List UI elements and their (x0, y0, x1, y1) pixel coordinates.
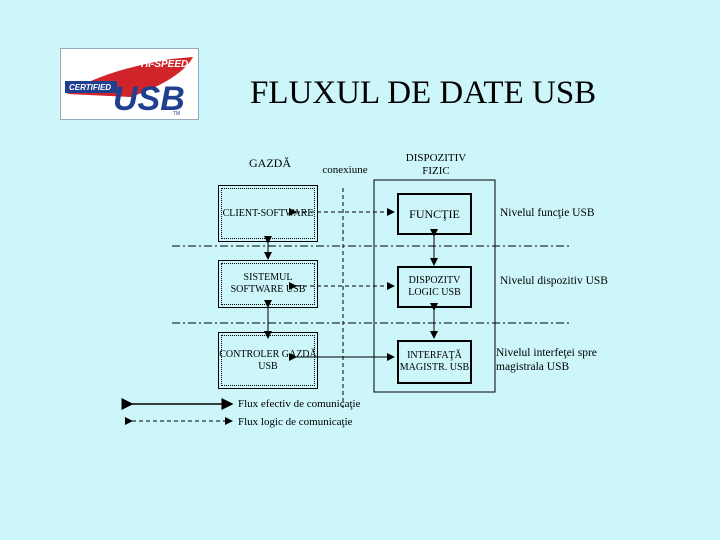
logo-certified-text: CERTIFIED (69, 83, 111, 92)
device-header: DISPOZITIV FIZIC (405, 152, 467, 177)
usb-certified-logo-icon: HI-SPEED CERTIFIED USB TM (65, 57, 193, 118)
function-box: FUNCŢIE (397, 193, 472, 235)
bus-interface-level-label: Nivelul interfeţei spre magistrala USB (496, 347, 597, 373)
logo-usb-text: USB (113, 80, 185, 118)
legend-logical-label: Flux logic de comunicaţie (238, 416, 353, 428)
connection-header: conexiune (322, 164, 368, 176)
client-software-box: CLIENT-SOFTWARE (218, 185, 318, 242)
usb-host-controller-box: CONTROLER GAZDĂ USB (218, 332, 318, 389)
device-level-label: Nivelul dispozitiv USB (500, 275, 608, 287)
function-level-label: Nivelul funcţie USB (500, 207, 595, 219)
bus-interface-box: INTERFAŢĂ MAGISTR. USB (397, 340, 472, 384)
host-header: GAZDĂ (249, 156, 291, 170)
legend-actual-label: Flux efectiv de comunicaţie (238, 398, 361, 410)
page-title: FLUXUL DE DATE USB (250, 75, 597, 111)
logo-banner-text: HI-SPEED (141, 59, 188, 70)
usb-logo: HI-SPEED CERTIFIED USB TM (60, 48, 199, 120)
logical-device-box: DISPOZITV LOGIC USB (397, 266, 472, 308)
usb-system-software-box: SISTEMUL SOFTWARE USB (218, 260, 318, 308)
logo-tm-text: TM (173, 111, 180, 117)
